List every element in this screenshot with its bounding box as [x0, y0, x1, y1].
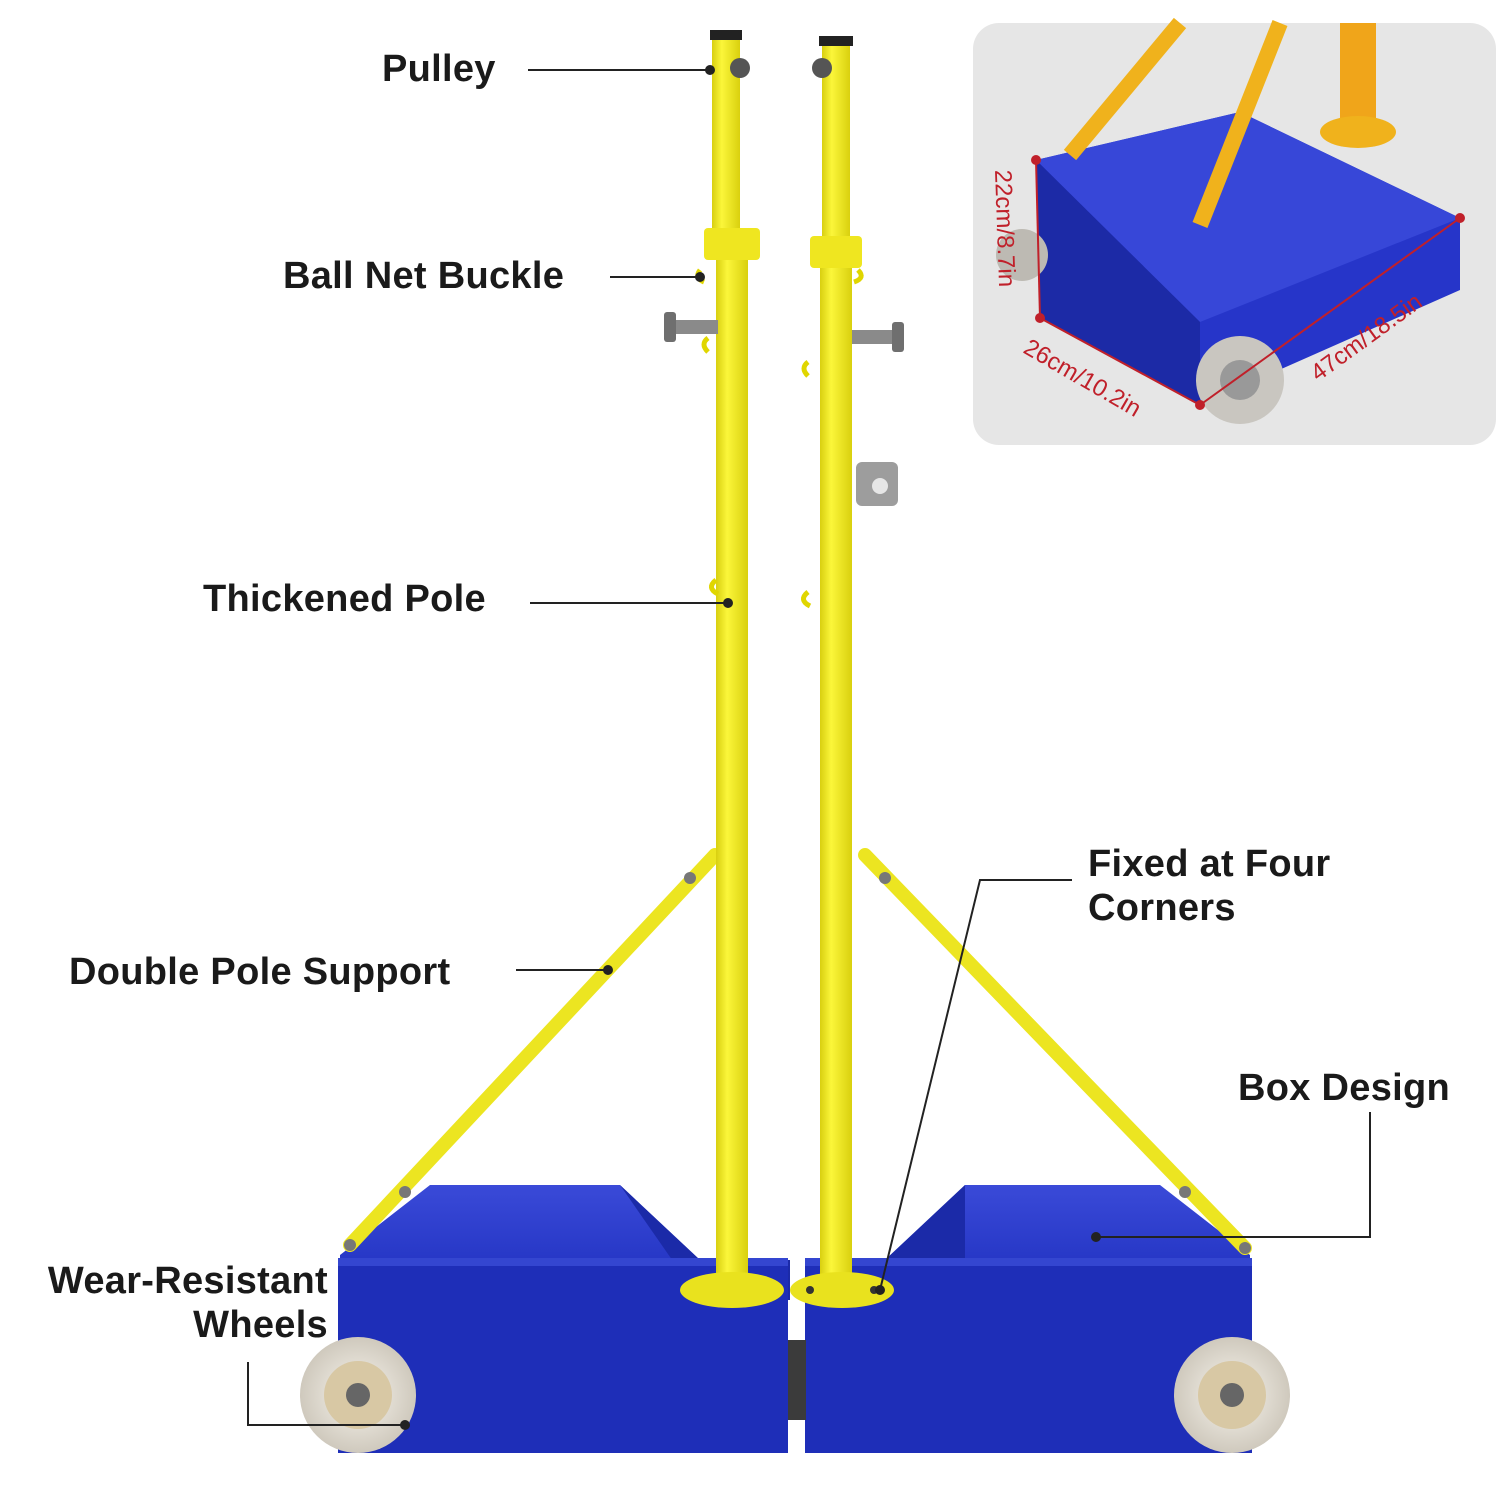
left-pole-flange [680, 1272, 784, 1308]
dim-height: 22cm/8.7in [989, 169, 1020, 287]
inset-detail: 22cm/8.7in 26cm/10.2in 47cm/18.5in [973, 17, 1496, 445]
label-wheels-line2: Wheels [193, 1303, 328, 1346]
label-fixed-line2: Corners [1088, 886, 1236, 929]
label-fixed-line1: Fixed at Four [1088, 843, 1331, 885]
callout-lines [247, 65, 1371, 1430]
left-pole-cap [710, 30, 742, 40]
right-pole-lower [820, 250, 852, 1285]
right-pole-flange [790, 1272, 894, 1308]
left-wheel [300, 1337, 416, 1453]
label-wear-resistant-wheels: Wear-Resistant Wheels [18, 1260, 328, 1347]
label-ball-net-buckle: Ball Net Buckle [283, 255, 565, 297]
right-pole-collar [810, 236, 862, 268]
label-box-design: Box Design [1238, 1067, 1451, 1109]
label-wheels-line1: Wear-Resistant [47, 1260, 328, 1302]
fixed-corners-leader [879, 879, 1072, 1291]
label-fixed-four-corners: Fixed at Four Corners [1088, 843, 1330, 930]
label-double-pole-support: Double Pole Support [69, 951, 451, 993]
right-wheel [1174, 1337, 1290, 1453]
right-pole-cap [819, 36, 853, 46]
right-support-strut [858, 848, 1252, 1255]
wheels-leader [247, 1362, 405, 1426]
left-pole-collar [704, 228, 760, 260]
left-pulley [730, 58, 750, 78]
right-pulley [812, 58, 832, 78]
label-pulley: Pulley [382, 48, 496, 90]
left-pole-lower [716, 250, 748, 1285]
left-stand [300, 30, 790, 1453]
box-design-leader [1096, 1112, 1371, 1238]
label-thickened-pole: Thickened Pole [203, 578, 486, 620]
left-support-strut [343, 848, 722, 1252]
